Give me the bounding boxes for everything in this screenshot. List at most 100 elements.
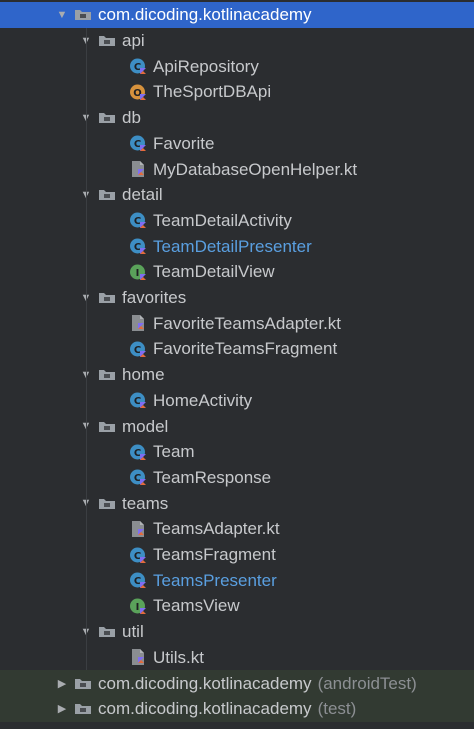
file-label: TeamsFragment (153, 545, 276, 565)
class-icon: C (129, 443, 147, 461)
file-label: TeamsAdapter.kt (153, 519, 280, 539)
svg-text:I: I (136, 602, 140, 613)
file-label: FavoriteTeamsFragment (153, 339, 338, 359)
file-row-mydatabaseopenhelper-kt[interactable]: MyDatabaseOpenHelper.kt (0, 156, 474, 182)
package-label: util (122, 622, 144, 642)
kotlin-file-icon (129, 520, 147, 538)
package-row-db[interactable]: ▼ db (0, 105, 474, 131)
root-package-label: com.dicoding.kotlinacademy (98, 5, 312, 25)
file-row-favoriteteamsfragment[interactable]: C FavoriteTeamsFragment (0, 336, 474, 362)
expand-arrow-icon[interactable]: ▼ (80, 189, 92, 201)
svg-text:C: C (134, 139, 141, 150)
file-row-teamresponse[interactable]: C TeamResponse (0, 465, 474, 491)
file-row-favoriteteamsadapter-kt[interactable]: FavoriteTeamsAdapter.kt (0, 310, 474, 336)
file-row-thesportdbapi[interactable]: O TheSportDBApi (0, 79, 474, 105)
class-icon: C (129, 391, 147, 409)
svg-text:C: C (134, 473, 141, 484)
file-row-teamsfragment[interactable]: C TeamsFragment (0, 542, 474, 568)
file-row-utils-kt[interactable]: Utils.kt (0, 645, 474, 671)
expand-arrow-icon[interactable]: ▼ (80, 497, 92, 509)
sibling-package-1[interactable]: ▶ com.dicoding.kotlinacademy(test) (0, 695, 474, 722)
svg-text:C: C (134, 345, 141, 356)
class-icon: C (129, 546, 147, 564)
package-folder-icon (98, 368, 116, 381)
kotlin-file-icon (129, 314, 147, 332)
file-row-teamsadapter-kt[interactable]: TeamsAdapter.kt (0, 516, 474, 542)
package-label: api (122, 31, 145, 51)
file-label: TeamDetailPresenter (153, 236, 312, 256)
source-set-suffix: (test) (317, 699, 357, 719)
package-folder-icon (74, 8, 92, 21)
expand-arrow-icon[interactable]: ▼ (80, 292, 92, 304)
file-label: Utils.kt (153, 647, 204, 667)
package-label: model (122, 416, 169, 436)
package-label: db (122, 108, 141, 128)
package-row-teams[interactable]: ▼ teams (0, 490, 474, 516)
expand-arrow-icon[interactable]: ▼ (80, 626, 92, 638)
package-folder-icon (98, 497, 116, 510)
expand-arrow-icon[interactable]: ▼ (80, 369, 92, 381)
file-row-apirepository[interactable]: C ApiRepository (0, 53, 474, 79)
svg-text:C: C (134, 576, 141, 587)
source-set-suffix: (androidTest) (317, 673, 417, 693)
file-label: Favorite (153, 133, 215, 153)
object-icon: O (129, 83, 147, 101)
expand-arrow-icon[interactable]: ▼ (80, 35, 92, 47)
sibling-package-0[interactable]: ▶com.dicoding.kotlinacademy(androidTest) (0, 670, 474, 696)
package-folder-icon (98, 111, 116, 124)
package-folder-icon (98, 188, 116, 201)
tree-root-package[interactable]: ▼ com.dicoding.kotlinacademy (0, 2, 474, 28)
class-icon: C (129, 57, 147, 75)
package-folder-icon (74, 702, 92, 715)
file-row-teamdetailpresenter[interactable]: C TeamDetailPresenter (0, 233, 474, 259)
kotlin-file-icon (129, 648, 147, 666)
class-icon: C (129, 468, 147, 486)
package-label: teams (122, 493, 169, 513)
package-folder-icon (98, 420, 116, 433)
package-folder-icon (98, 291, 116, 304)
collapse-arrow-icon[interactable]: ▶ (57, 677, 67, 690)
svg-text:C: C (134, 216, 141, 227)
file-row-favorite[interactable]: C Favorite (0, 131, 474, 157)
package-row-util[interactable]: ▼ util (0, 619, 474, 645)
package-row-detail[interactable]: ▼ detail (0, 182, 474, 208)
package-row-home[interactable]: ▼home (0, 362, 474, 388)
expand-arrow-icon[interactable]: ▼ (80, 112, 92, 124)
package-folder-icon (74, 677, 92, 690)
svg-text:C: C (134, 396, 141, 407)
file-label: TeamResponse (153, 467, 272, 487)
file-label: TeamsView (153, 596, 240, 616)
class-icon: C (129, 571, 147, 589)
file-row-teamdetailactivity[interactable]: C TeamDetailActivity (0, 208, 474, 234)
package-folder-icon (98, 34, 116, 47)
file-row-teamsview[interactable]: I TeamsView (0, 593, 474, 619)
file-label: TheSportDBApi (153, 82, 272, 102)
interface-icon: I (129, 597, 147, 615)
package-label: favorites (122, 288, 187, 308)
file-label: TeamDetailActivity (153, 210, 292, 230)
svg-text:C: C (134, 448, 141, 459)
package-folder-icon (98, 625, 116, 638)
class-icon: C (129, 211, 147, 229)
file-label: HomeActivity (153, 390, 253, 410)
kotlin-file-icon (129, 160, 147, 178)
package-row-api[interactable]: ▼ api (0, 28, 474, 54)
file-label: FavoriteTeamsAdapter.kt (153, 313, 342, 333)
package-row-favorites[interactable]: ▼ favorites (0, 285, 474, 311)
package-label: detail (122, 185, 163, 205)
class-icon: C (129, 134, 147, 152)
file-label: ApiRepository (153, 56, 259, 76)
class-icon: C (129, 237, 147, 255)
svg-text:C: C (134, 551, 141, 562)
expand-arrow-icon[interactable]: ▼ (80, 420, 92, 432)
collapse-arrow-icon[interactable]: ▶ (57, 703, 67, 716)
file-row-homeactivity[interactable]: C HomeActivity (0, 388, 474, 414)
indent-guide (86, 27, 87, 671)
package-row-model[interactable]: ▼ model (0, 413, 474, 439)
package-label: com.dicoding.kotlinacademy (98, 699, 312, 719)
svg-text:C: C (134, 242, 141, 253)
expand-arrow-icon[interactable]: ▼ (56, 8, 68, 21)
